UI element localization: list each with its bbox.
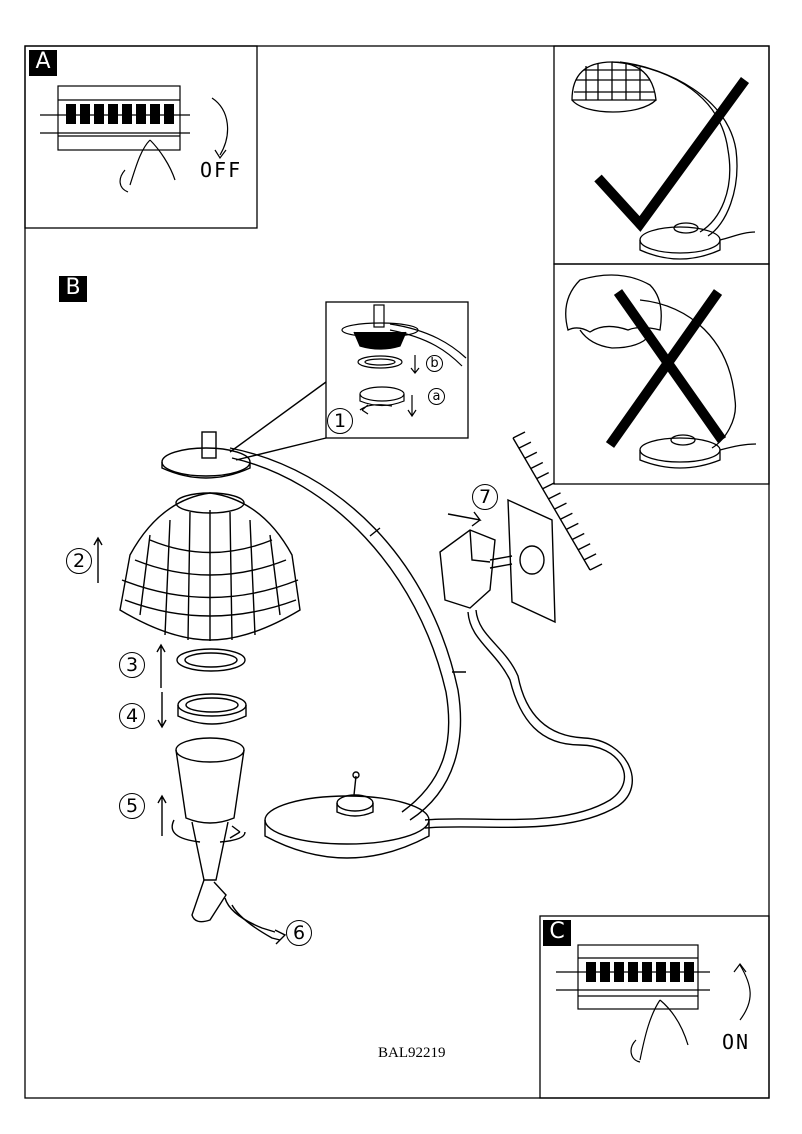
substep-b-marker: b [426, 355, 443, 372]
step-2-marker: 2 [66, 548, 92, 574]
panel-wrong-box [553, 263, 770, 485]
check-mark [594, 77, 750, 232]
off-text: OFF [200, 158, 243, 182]
sheet-frame [24, 45, 770, 1099]
step-6-marker: 6 [286, 920, 312, 946]
panel-a-label: A [29, 50, 57, 76]
lamp-wrong-illustration [565, 274, 757, 469]
panel-a-box [24, 45, 258, 229]
zoom-detail-parts [341, 304, 467, 418]
on-text: ON [722, 1030, 751, 1054]
lamp-correct-illustration [571, 61, 756, 260]
step-5-marker: 5 [119, 793, 145, 819]
step-3-marker: 3 [119, 652, 145, 678]
panel-c-label: C [543, 920, 571, 946]
substep-a-marker: a [428, 388, 445, 405]
zoom-detail-box [325, 301, 469, 439]
step-1-marker: 1 [327, 408, 353, 434]
panel-b-label: B [59, 276, 87, 302]
lamp-exploded-view [119, 381, 633, 945]
step-4-marker: 4 [119, 703, 145, 729]
step-7-marker: 7 [472, 484, 498, 510]
panel-c-box [539, 915, 770, 1099]
document-code: BAL92219 [378, 1045, 446, 1061]
cross-mark [605, 289, 727, 448]
